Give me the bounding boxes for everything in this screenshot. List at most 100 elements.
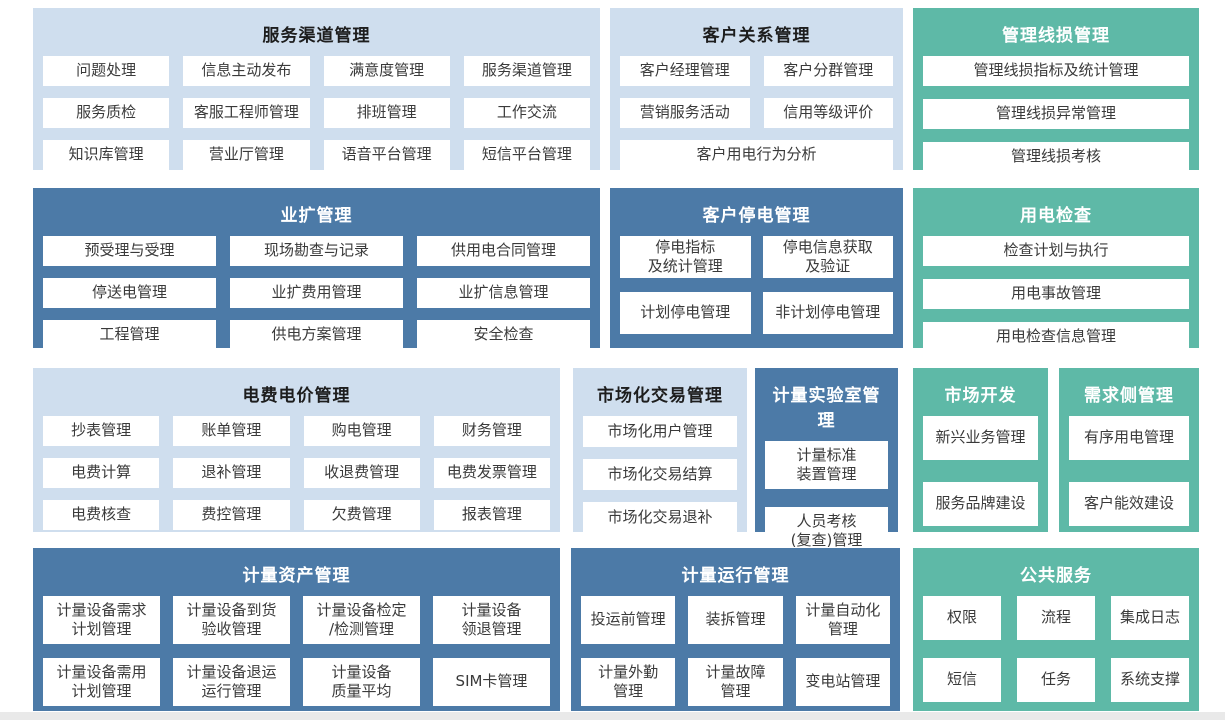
panel-market-trading-mgmt: 市场化交易管理 市场化用户管理市场化交易结算市场化交易退补: [573, 368, 747, 533]
module-item: 信息主动发布: [183, 56, 310, 86]
panel-electricity-inspection: 用电检查 检查计划与执行用电事故管理用电检查信息管理: [913, 188, 1199, 352]
panel-line-loss-mgmt: 管理线损管理 管理线损指标及统计管理管理线损异常管理管理线损考核: [913, 8, 1199, 172]
module-item: 计量设备 领退管理: [433, 596, 550, 644]
panel-title: 需求侧管理: [1084, 386, 1174, 406]
module-item: 计量设备需用 计划管理: [43, 658, 160, 706]
module-item: 报表管理: [433, 500, 550, 530]
module-item: 投运前管理: [581, 596, 676, 644]
panel-title: 电费电价管理: [242, 386, 351, 406]
module-item: 短信: [923, 658, 1001, 702]
module-item: 预受理与受理: [43, 236, 216, 266]
module-item: 客户用电行为分析: [620, 140, 893, 170]
module-item: 工程管理: [43, 320, 216, 350]
panel-metering-lab-mgmt: 计量实验室管理 计量标准 装置管理人员考核 (复查)管理: [755, 368, 898, 555]
module-item: 短信平台管理: [463, 140, 590, 170]
module-item: 购电管理: [303, 416, 420, 446]
bottom-gray-strip: [0, 712, 1225, 720]
panel-grid: 抄表管理账单管理购电管理财务管理电费计算退补管理收退费管理电费发票管理电费核查费…: [43, 416, 550, 530]
panel-title: 计量运行管理: [681, 566, 790, 586]
panel-grid: 投运前管理装拆管理计量自动化 管理计量外勤 管理计量故障 管理变电站管理: [581, 596, 890, 706]
module-item: 新兴业务管理: [923, 416, 1038, 460]
module-item: 停电信息获取 及验证: [762, 236, 893, 278]
module-item: 客服工程师管理: [183, 98, 310, 128]
module-item: 供电方案管理: [230, 320, 403, 350]
module-item: 知识库管理: [43, 140, 170, 170]
module-item: 管理线损考核: [923, 142, 1189, 172]
module-item: 电费计算: [43, 458, 160, 488]
module-item: 计量外勤 管理: [581, 658, 676, 706]
module-item: 变电站管理: [795, 658, 890, 706]
module-item: 业扩费用管理: [230, 278, 403, 308]
module-item: 服务质检: [43, 98, 170, 128]
panel-title: 市场化交易管理: [597, 386, 723, 406]
module-item: 系统支撑: [1111, 658, 1189, 702]
module-item: 服务渠道管理: [463, 56, 590, 86]
module-item: 停送电管理: [43, 278, 216, 308]
module-item: 非计划停电管理: [762, 292, 893, 334]
panel-grid: 管理线损指标及统计管理管理线损异常管理管理线损考核: [923, 56, 1189, 172]
module-item: 任务: [1017, 658, 1095, 702]
module-item: 欠费管理: [303, 500, 420, 530]
module-item: SIM卡管理: [433, 658, 550, 706]
panel-grid: 客户经理管理客户分群管理营销服务活动信用等级评价客户用电行为分析: [620, 56, 893, 170]
panel-grid: 停电指标 及统计管理停电信息获取 及验证计划停电管理非计划停电管理: [620, 236, 893, 334]
panel-title: 管理线损管理: [1002, 26, 1110, 46]
module-item: 电费核查: [43, 500, 160, 530]
module-item: 费控管理: [173, 500, 290, 530]
panel-grid: 计量设备需求 计划管理计量设备到货 验收管理计量设备检定 /检测管理计量设备 领…: [43, 596, 550, 706]
panel-grid: 市场化用户管理市场化交易结算市场化交易退补: [583, 416, 737, 533]
panel-title: 服务渠道管理: [262, 26, 371, 46]
module-item: 用电事故管理: [923, 279, 1189, 309]
module-item: 管理线损指标及统计管理: [923, 56, 1189, 86]
module-item: 装拆管理: [688, 596, 783, 644]
panel-grid: 计量标准 装置管理人员考核 (复查)管理: [765, 441, 888, 555]
module-item: 客户经理管理: [620, 56, 750, 86]
module-item: 停电指标 及统计管理: [620, 236, 751, 278]
module-item: 市场化交易结算: [583, 459, 737, 490]
module-item: 计量设备需求 计划管理: [43, 596, 160, 644]
module-item: 计量设备 质量平均: [303, 658, 420, 706]
panel-title: 公共服务: [1020, 566, 1092, 586]
module-item: 收退费管理: [303, 458, 420, 488]
module-item: 业扩信息管理: [417, 278, 590, 308]
panel-demand-side-mgmt: 需求侧管理 有序用电管理客户能效建设: [1059, 368, 1199, 532]
module-item: 抄表管理: [43, 416, 160, 446]
module-item: 语音平台管理: [323, 140, 450, 170]
panel-grid: 检查计划与执行用电事故管理用电检查信息管理: [923, 236, 1189, 352]
panel-title: 计量实验室管理: [772, 386, 881, 431]
panel-grid: 问题处理信息主动发布满意度管理服务渠道管理服务质检客服工程师管理排班管理工作交流…: [43, 56, 590, 170]
module-item: 计量自动化 管理: [795, 596, 890, 644]
panel-grid: 新兴业务管理服务品牌建设: [923, 416, 1038, 526]
module-item: 现场勘查与记录: [230, 236, 403, 266]
panel-title: 计量资产管理: [242, 566, 351, 586]
panel-business-expansion-mgmt: 业扩管理 预受理与受理现场勘查与记录供用电合同管理停送电管理业扩费用管理业扩信息…: [33, 188, 600, 350]
panel-billing-pricing-mgmt: 电费电价管理 抄表管理账单管理购电管理财务管理电费计算退补管理收退费管理电费发票…: [33, 368, 560, 532]
panel-customer-relationship-mgmt: 客户关系管理 客户经理管理客户分群管理营销服务活动信用等级评价客户用电行为分析: [610, 8, 903, 170]
module-item: 客户分群管理: [763, 56, 893, 86]
panel-title: 业扩管理: [280, 206, 353, 226]
module-item: 计量故障 管理: [688, 658, 783, 706]
module-item: 安全检查: [417, 320, 590, 350]
module-item: 营业厅管理: [183, 140, 310, 170]
panel-title: 市场开发: [944, 386, 1017, 406]
module-item: 计量设备退运 运行管理: [173, 658, 290, 706]
panel-grid: 预受理与受理现场勘查与记录供用电合同管理停送电管理业扩费用管理业扩信息管理工程管…: [43, 236, 590, 350]
panel-public-services: 公共服务 权限流程集成日志短信任务系统支撑: [913, 548, 1199, 711]
module-item: 财务管理: [433, 416, 550, 446]
panel-grid: 有序用电管理客户能效建设: [1069, 416, 1189, 526]
module-item: 工作交流: [463, 98, 590, 128]
panel-title: 客户关系管理: [702, 26, 811, 46]
module-item: 流程: [1017, 596, 1095, 640]
module-item: 账单管理: [173, 416, 290, 446]
module-item: 用电检查信息管理: [923, 322, 1189, 352]
module-item: 供用电合同管理: [417, 236, 590, 266]
module-item: 计量设备到货 验收管理: [173, 596, 290, 644]
module-item: 集成日志: [1111, 596, 1189, 640]
panel-title: 用电检查: [1020, 206, 1092, 226]
module-item: 满意度管理: [323, 56, 450, 86]
module-item: 计划停电管理: [620, 292, 751, 334]
panel-market-development: 市场开发 新兴业务管理服务品牌建设: [913, 368, 1048, 532]
panel-service-channel-mgmt: 服务渠道管理 问题处理信息主动发布满意度管理服务渠道管理服务质检客服工程师管理排…: [33, 8, 600, 170]
panel-grid: 权限流程集成日志短信任务系统支撑: [923, 596, 1189, 702]
